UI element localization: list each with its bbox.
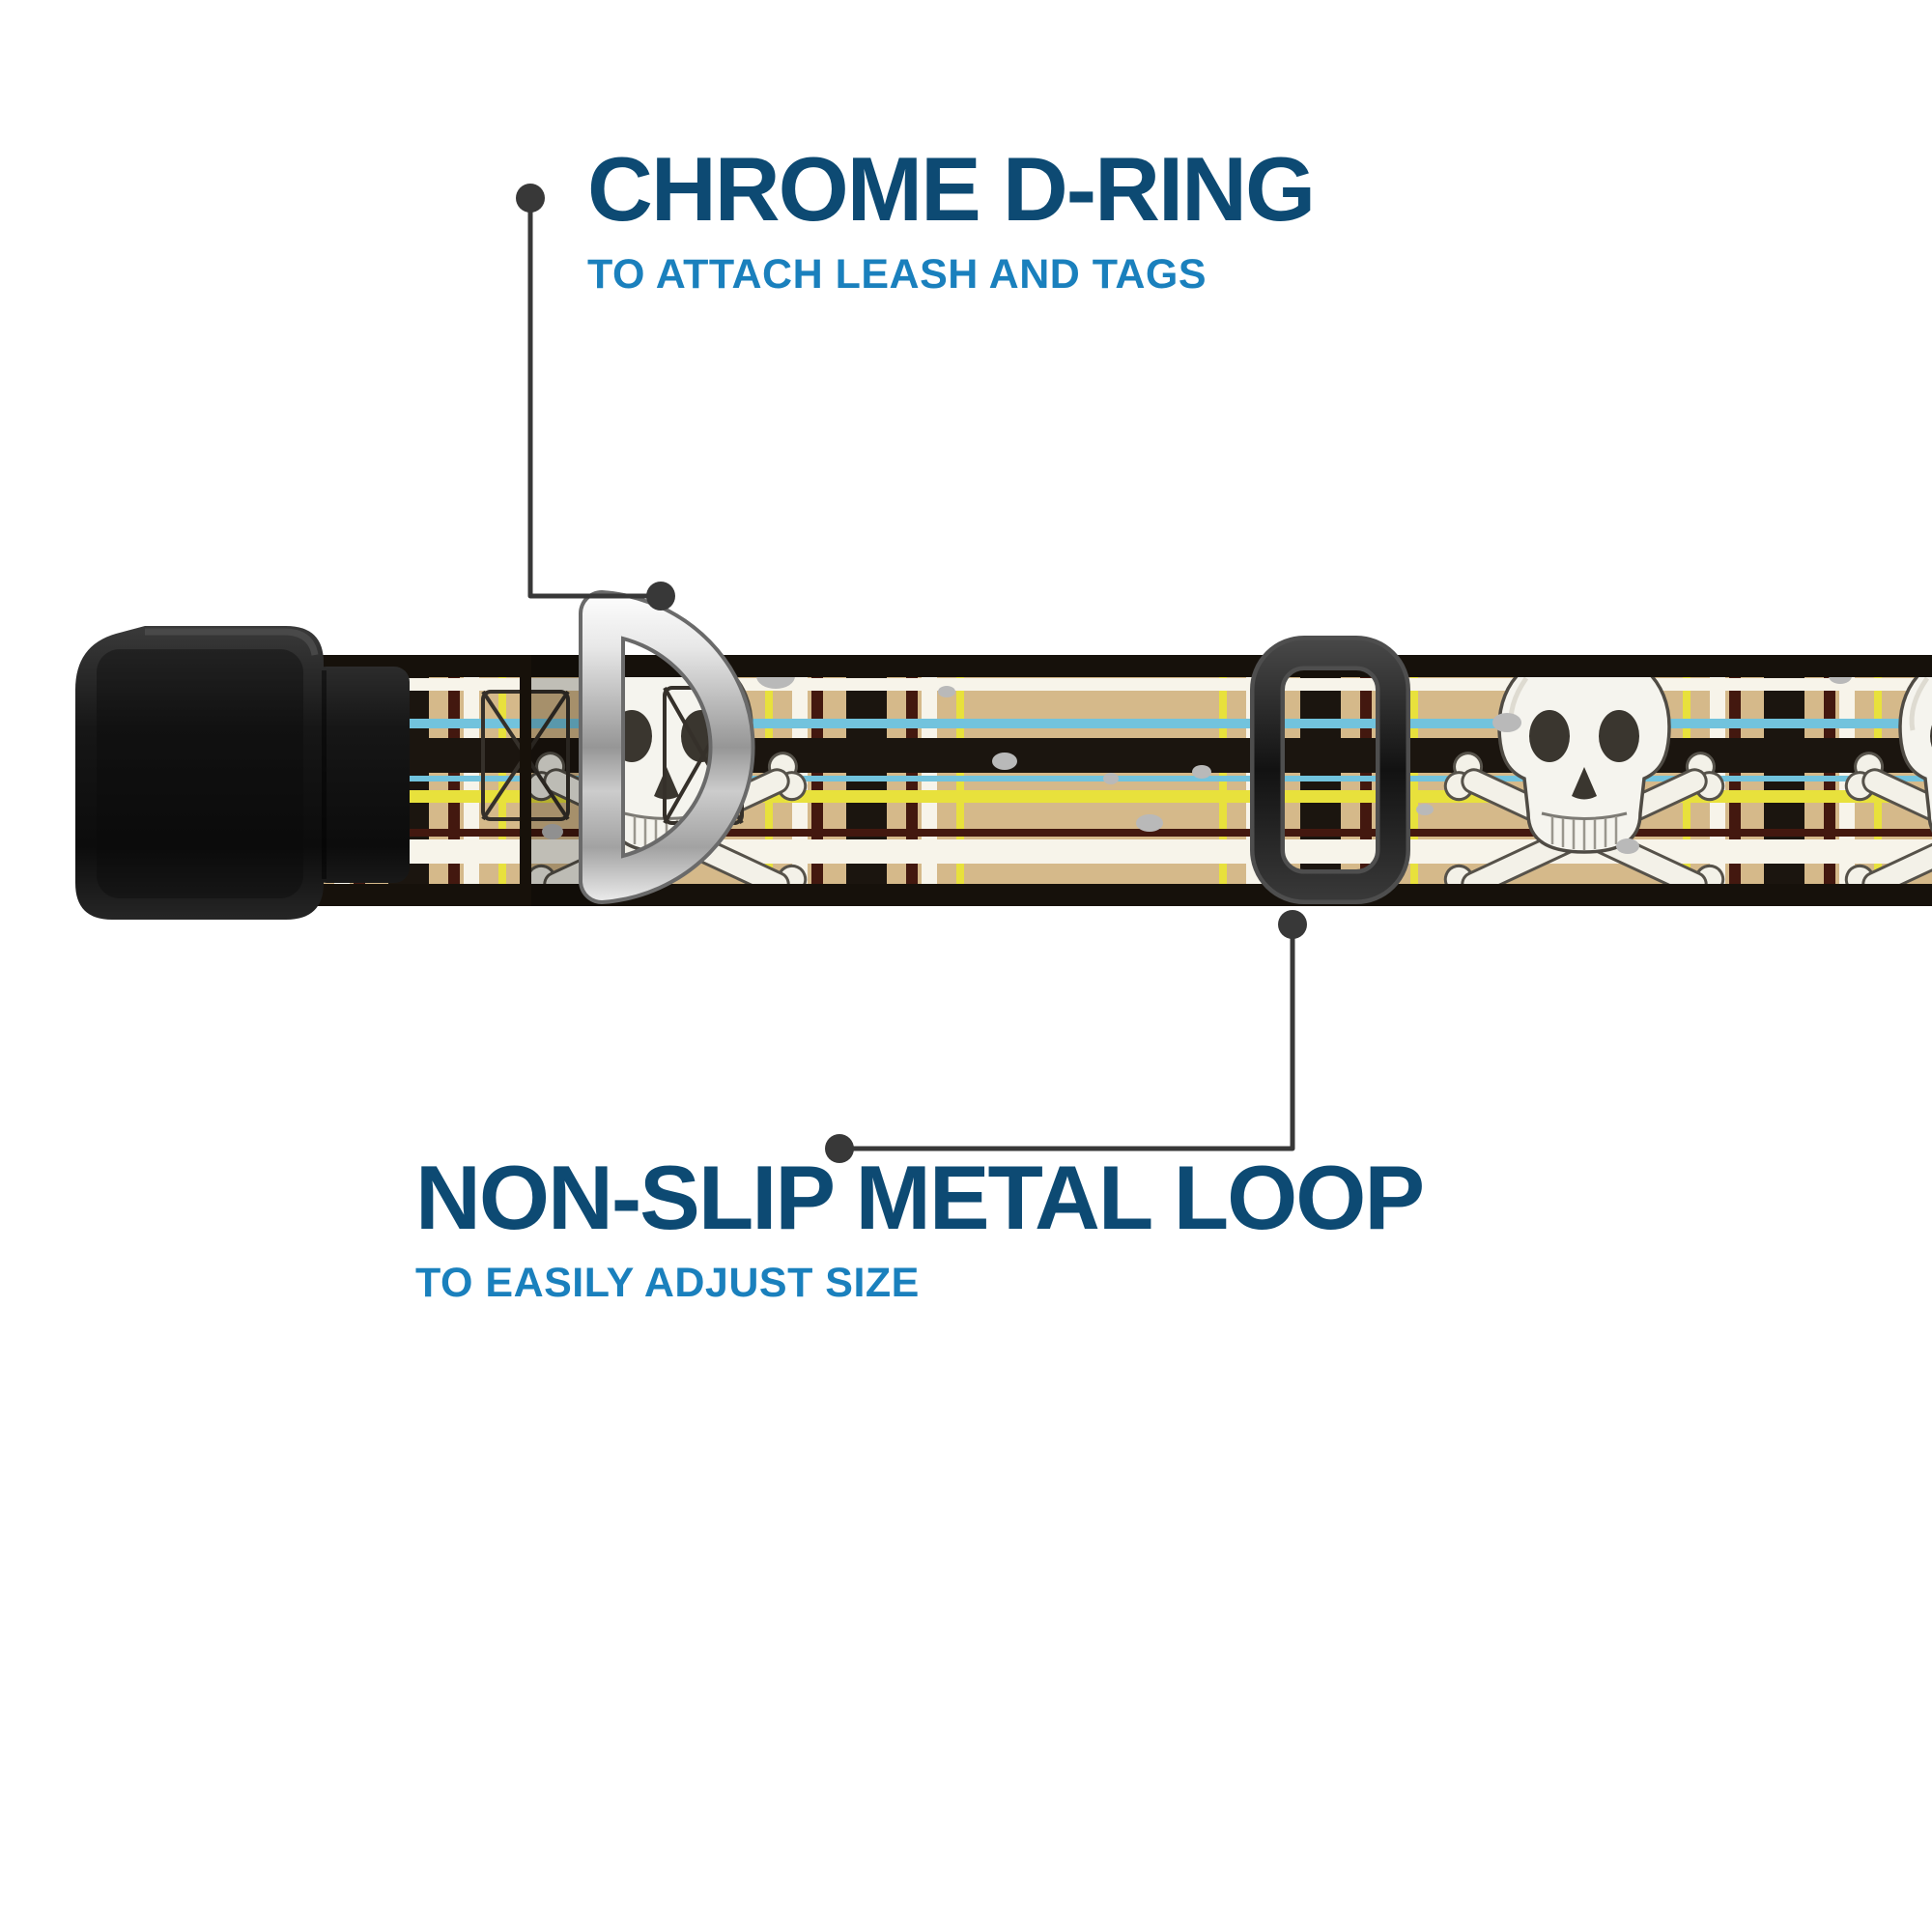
metal-slide-loop bbox=[1250, 636, 1410, 904]
dring-callout-title: CHROME D-RING bbox=[587, 138, 1316, 240]
dring-callout: CHROME D-RING TO ATTACH LEASH AND TAGS bbox=[587, 138, 1316, 298]
loop-callout-connector bbox=[825, 910, 1307, 1163]
callout-dot bbox=[646, 582, 675, 611]
callout-dot bbox=[1278, 910, 1307, 939]
metal-loop-callout: NON-SLIP METAL LOOP TO EASILY ADJUST SIZ… bbox=[415, 1147, 1425, 1307]
side-release-buckle bbox=[75, 626, 410, 920]
dring-callout-subtitle: TO ATTACH LEASH AND TAGS bbox=[587, 250, 1208, 298]
metal-loop-callout-subtitle: TO EASILY ADJUST SIZE bbox=[415, 1259, 920, 1306]
chrome-d-ring bbox=[579, 590, 755, 904]
collar-webbing bbox=[242, 655, 1932, 906]
metal-loop-callout-title: NON-SLIP METAL LOOP bbox=[415, 1147, 1425, 1248]
dring-callout-connector bbox=[516, 184, 675, 611]
callout-dot bbox=[825, 1134, 854, 1163]
callout-dot bbox=[516, 184, 545, 213]
